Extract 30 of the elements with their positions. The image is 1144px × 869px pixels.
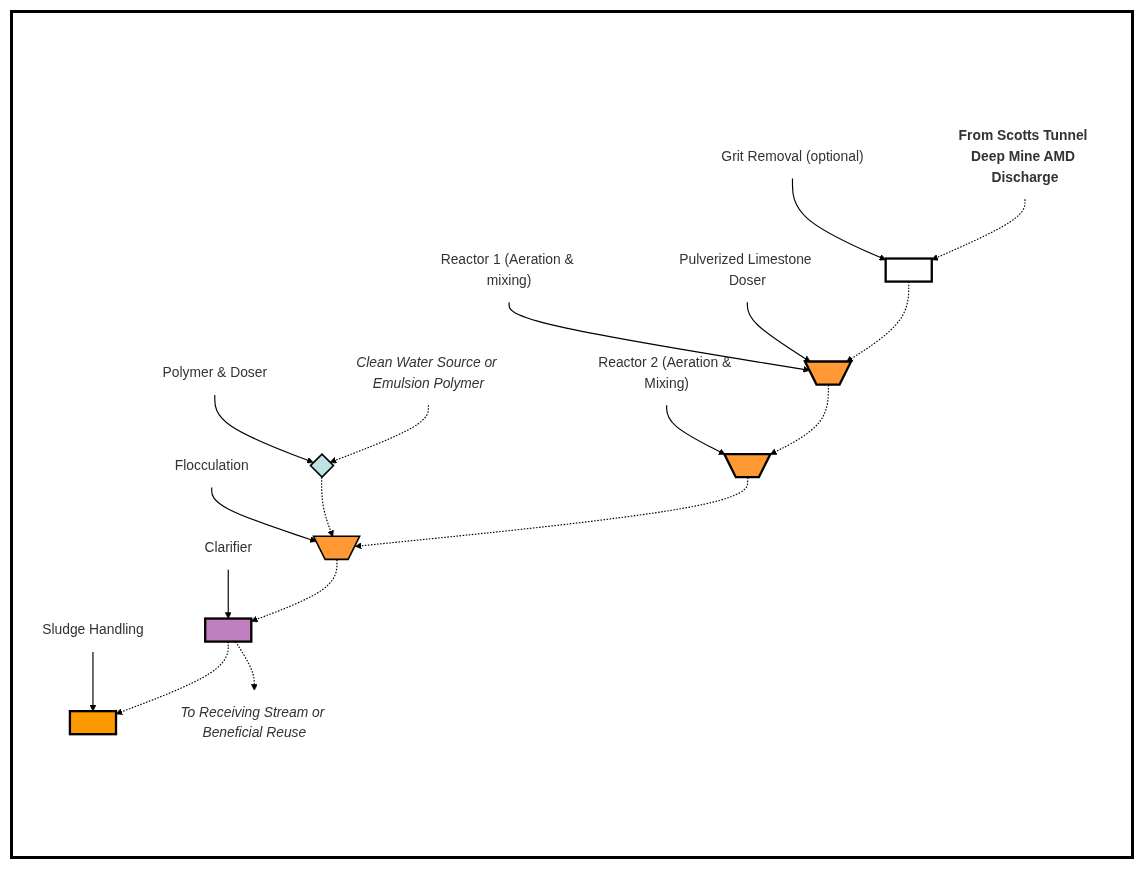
node-text: Grit Removal (optional) (721, 148, 864, 165)
arrow (931, 198, 1026, 261)
node-text: Polymer & Doser (162, 364, 268, 381)
arrow (791, 178, 886, 261)
node-trapezoid (803, 360, 853, 386)
arrow (211, 486, 317, 543)
node-text: From Scotts Tunnel Deep Mine AMD Discharge (958, 127, 1088, 185)
arrow (508, 301, 810, 373)
node-text: Clean Water Source or Emulsion Polymer (356, 354, 497, 391)
arrow (214, 394, 314, 464)
arrow (224, 569, 232, 619)
node-trapezoid (312, 535, 361, 561)
node-text: To Receiving Stream or Beneficial Reuse (180, 704, 325, 741)
node-text: Flocculation (174, 457, 249, 473)
node-diamond (309, 453, 335, 479)
node-box (68, 710, 118, 736)
node-text: Pulverized Limestone Doser (679, 251, 812, 288)
node-text: Reactor 2 (Aeration & Mixing) (598, 354, 732, 391)
arrow (89, 651, 97, 712)
node-text: Sludge Handling (42, 622, 144, 638)
arrow (329, 404, 429, 464)
arrow (746, 301, 811, 363)
arrow (251, 559, 338, 623)
node-trapezoid (722, 452, 773, 479)
node-box (884, 257, 933, 283)
arrow (235, 641, 258, 691)
node-text: Clarifier (204, 539, 253, 556)
node-box (204, 617, 253, 643)
node-text: Reactor 1 (Aeration & mixing) (440, 251, 574, 288)
arrow (666, 404, 726, 455)
